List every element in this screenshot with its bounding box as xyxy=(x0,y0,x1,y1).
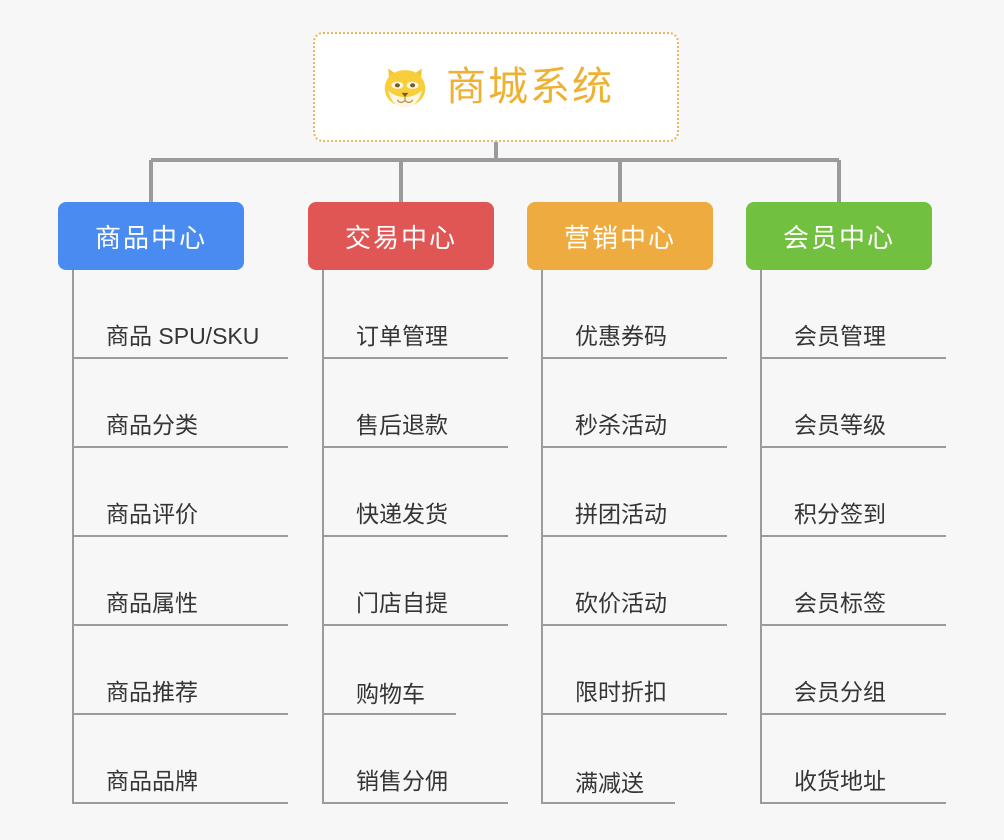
list-item[interactable]: 商品品牌 xyxy=(74,715,288,804)
list-item[interactable]: 积分签到 xyxy=(762,448,946,537)
leaf-label: 会员分组 xyxy=(794,678,886,705)
leaf-label: 优惠券码 xyxy=(575,322,667,349)
list-item[interactable]: 售后退款 xyxy=(324,359,508,448)
list-item[interactable]: 砍价活动 xyxy=(543,537,727,626)
category-header-label: 交易中心 xyxy=(344,222,457,253)
category-header-label: 会员中心 xyxy=(782,222,895,253)
leaf-label: 订单管理 xyxy=(356,322,448,349)
category-header-label: 商品中心 xyxy=(94,222,207,253)
leaf-label: 会员等级 xyxy=(794,411,886,438)
list-item[interactable]: 会员管理 xyxy=(762,270,946,359)
leaf-label: 秒杀活动 xyxy=(575,411,667,438)
branch-columns: 商品中心 商品 SPU/SKU 商品分类 商品评价 商品属性 商品推荐 xyxy=(0,202,1004,840)
list-item[interactable]: 商品推荐 xyxy=(74,626,288,715)
list-item[interactable]: 订单管理 xyxy=(324,270,508,359)
list-item[interactable]: 秒杀活动 xyxy=(543,359,727,448)
list-item[interactable]: 会员分组 xyxy=(762,626,946,715)
leaf-label: 砍价活动 xyxy=(575,589,667,616)
list-item[interactable]: 商品评价 xyxy=(74,448,288,537)
branch-column-product: 商品中心 商品 SPU/SKU 商品分类 商品评价 商品属性 商品推荐 xyxy=(58,202,288,804)
leaf-label: 收货地址 xyxy=(794,767,886,794)
root-title: 商城系统 xyxy=(446,65,614,109)
list-item[interactable]: 收货地址 xyxy=(762,715,946,804)
branch-column-member: 会员中心 会员管理 会员等级 积分签到 会员标签 会员分组 xyxy=(746,202,946,804)
leaf-label: 会员标签 xyxy=(794,589,886,616)
leaf-label: 拼团活动 xyxy=(575,500,667,527)
leaf-list-trade: 订单管理 售后退款 快递发货 门店自提 购物车 销售分佣 xyxy=(322,270,508,804)
category-header-marketing[interactable]: 营销中心 xyxy=(527,202,713,270)
leaf-label: 门店自提 xyxy=(356,589,448,616)
leaf-label: 限时折扣 xyxy=(575,678,667,705)
list-item[interactable]: 拼团活动 xyxy=(543,448,727,537)
list-item[interactable]: 快递发货 xyxy=(324,448,508,537)
branch-column-marketing: 营销中心 优惠券码 秒杀活动 拼团活动 砍价活动 限时折扣 xyxy=(527,202,727,804)
leaf-label: 销售分佣 xyxy=(356,767,448,794)
leaf-label: 商品属性 xyxy=(106,589,198,616)
leaf-label: 满减送 xyxy=(575,769,644,796)
leaf-list-member: 会员管理 会员等级 积分签到 会员标签 会员分组 收货地址 xyxy=(760,270,946,804)
leaf-label: 商品 SPU/SKU xyxy=(106,322,260,349)
category-header-label: 营销中心 xyxy=(563,222,676,253)
list-item[interactable]: 商品分类 xyxy=(74,359,288,448)
branch-column-trade: 交易中心 订单管理 售后退款 快递发货 门店自提 购物车 xyxy=(308,202,508,804)
list-item[interactable]: 优惠券码 xyxy=(543,270,727,359)
list-item[interactable]: 销售分佣 xyxy=(324,715,508,804)
list-item[interactable]: 商品属性 xyxy=(74,537,288,626)
list-item[interactable]: 会员等级 xyxy=(762,359,946,448)
category-header-member[interactable]: 会员中心 xyxy=(746,202,932,270)
leaf-list-marketing: 优惠券码 秒杀活动 拼团活动 砍价活动 限时折扣 满减送 xyxy=(541,270,727,804)
category-header-trade[interactable]: 交易中心 xyxy=(308,202,494,270)
leaf-label: 商品评价 xyxy=(106,500,198,527)
leaf-label: 会员管理 xyxy=(794,322,886,349)
leaf-label: 商品品牌 xyxy=(106,767,198,794)
list-item[interactable]: 购物车 xyxy=(324,626,508,715)
list-item[interactable]: 门店自提 xyxy=(324,537,508,626)
list-item[interactable]: 商品 SPU/SKU xyxy=(74,270,288,359)
leaf-list-product: 商品 SPU/SKU 商品分类 商品评价 商品属性 商品推荐 商品品牌 xyxy=(72,270,288,804)
list-item[interactable]: 会员标签 xyxy=(762,537,946,626)
leaf-label: 商品分类 xyxy=(106,411,198,438)
list-item[interactable]: 满减送 xyxy=(543,715,727,804)
leaf-label: 售后退款 xyxy=(356,411,448,438)
leaf-label: 快递发货 xyxy=(356,500,448,527)
shiba-dog-face-icon xyxy=(378,60,432,114)
category-header-product[interactable]: 商品中心 xyxy=(58,202,244,270)
leaf-label: 商品推荐 xyxy=(106,678,198,705)
leaf-label: 积分签到 xyxy=(794,500,886,527)
root-node[interactable]: 商城系统 xyxy=(313,32,679,142)
list-item[interactable]: 限时折扣 xyxy=(543,626,727,715)
leaf-label: 购物车 xyxy=(356,680,425,707)
